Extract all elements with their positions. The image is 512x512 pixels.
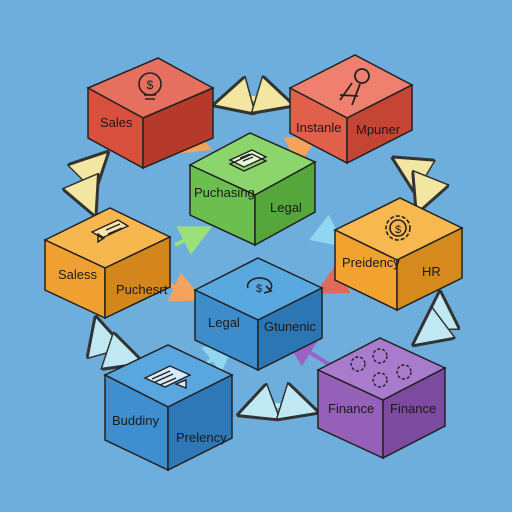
arrow-sales-saless (88, 158, 102, 208)
arrow-sales-instanle (222, 99, 285, 104)
prelency-label: Prelency (176, 430, 227, 445)
monitor-chart-icon (143, 365, 192, 390)
purchasing-side-label: Legal (270, 200, 302, 215)
arrow-saless-buddiny (98, 325, 135, 360)
block-buddiny: Buddiny Prelency (103, 344, 234, 472)
mpuner-label: Mpuner (356, 122, 401, 137)
arrow-saless-legal (167, 272, 204, 302)
svg-text:$: $ (256, 283, 262, 295)
block-saless: Saless Puchesrt (43, 207, 172, 320)
handshake-icon (339, 68, 370, 106)
lightbulb-dollar-icon: $ (138, 72, 162, 100)
preidency-label: Preidency (342, 255, 400, 270)
sales-label: Sales (100, 115, 133, 130)
block-finance: Finance Finance (316, 337, 447, 460)
block-legal: $ Legal Gtunenic (193, 257, 324, 372)
arrow-buddiny-finance (246, 405, 310, 412)
finance-label: Finance (328, 401, 374, 416)
block-instanle: Instanle Mpuner (288, 54, 414, 165)
svg-text:$: $ (147, 78, 154, 92)
dollar-cycle-icon: $ (246, 277, 273, 295)
instanle-label: Instanle (296, 120, 342, 135)
buddiny-label: Buddiny (112, 413, 159, 428)
saless-label: Saless (58, 267, 98, 282)
document-stack-icon (228, 149, 268, 172)
gtunenic-label: Gtunenic (264, 319, 317, 334)
arrow-saless-purchasing (174, 226, 213, 256)
puchesrt-label: Puchesrt (116, 282, 168, 297)
finance-side-label: Finance (390, 401, 436, 416)
block-purchasing: Puchasing Legal (188, 132, 317, 247)
legal-label: Legal (208, 315, 240, 330)
arrow-preidency-finance (420, 300, 440, 340)
hr-label: HR (422, 264, 441, 279)
gears-icon (350, 348, 412, 388)
clipboard-checklist-icon (90, 219, 130, 244)
purchasing-label: Puchasing (194, 185, 255, 200)
block-preidency: $ Preidency HR (333, 197, 464, 312)
gear-dollar-icon: $ (385, 215, 411, 241)
arrow-instanle-preidency (400, 162, 423, 205)
block-sales: $ Sales (86, 57, 215, 170)
svg-text:$: $ (395, 224, 401, 236)
